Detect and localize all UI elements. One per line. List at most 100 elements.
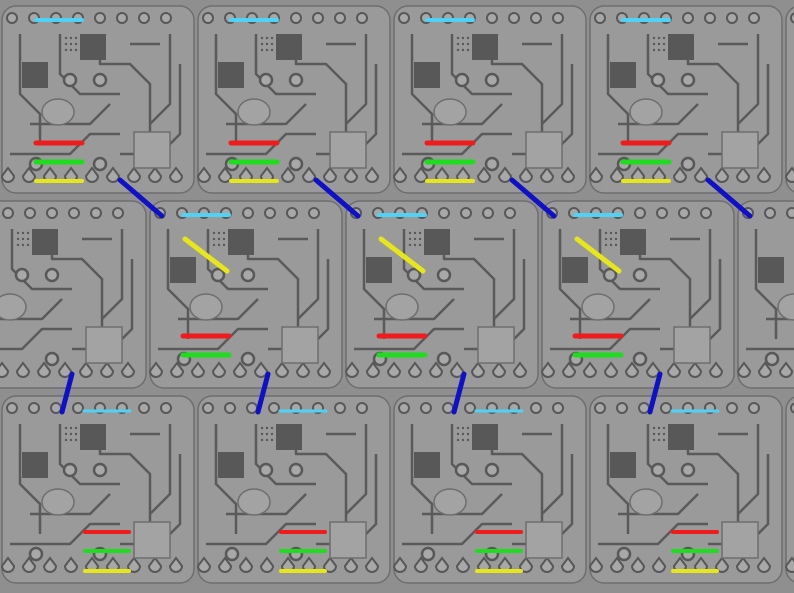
pad-icon	[634, 207, 646, 219]
pad-icon	[552, 12, 564, 24]
pad-icon	[36, 361, 52, 378]
pad-icon	[539, 556, 555, 573]
pad-icon	[682, 12, 694, 24]
pad-icon	[666, 361, 682, 378]
blue-wire	[647, 371, 663, 415]
pad-icon	[28, 402, 40, 414]
pad-icon	[454, 462, 470, 478]
chip-icon	[562, 257, 588, 283]
pad-icon	[168, 166, 184, 183]
pad-icon	[246, 402, 258, 414]
pad-icon	[433, 488, 467, 516]
pad-icon	[68, 207, 80, 219]
pad-icon	[202, 402, 214, 414]
circuit-board-tile	[392, 395, 587, 584]
pad-icon	[756, 556, 772, 573]
pad-icon	[540, 361, 556, 378]
pad-icon	[726, 402, 738, 414]
chip-icon	[133, 521, 171, 559]
pad-icon	[259, 556, 275, 573]
pad-icon	[594, 12, 606, 24]
pad-icon	[609, 556, 625, 573]
pad-icon	[497, 166, 513, 183]
pad-icon	[413, 556, 429, 573]
pad-icon	[308, 207, 320, 219]
pad-icon	[94, 12, 106, 24]
pad-icon	[253, 361, 269, 378]
pad-icon	[62, 462, 78, 478]
pad-icon	[609, 166, 625, 183]
pad-icon	[433, 98, 467, 126]
pad-icon	[413, 166, 429, 183]
pad-icon	[288, 462, 304, 478]
pad-icon	[476, 166, 492, 183]
pad-icon	[588, 166, 604, 183]
pad-icon	[274, 361, 290, 378]
circuit-board-tile	[0, 200, 147, 389]
pad-icon	[147, 166, 163, 183]
blue-wire	[117, 177, 165, 219]
pad-icon	[126, 166, 142, 183]
pad-icon	[316, 361, 332, 378]
chip-icon	[276, 34, 302, 60]
chip-icon	[673, 326, 711, 364]
pad-icon	[436, 267, 452, 283]
pad-icon	[594, 402, 606, 414]
chip-icon	[22, 452, 48, 478]
pad-icon	[211, 361, 227, 378]
pad-icon	[290, 12, 302, 24]
pad-icon	[41, 488, 75, 516]
pad-icon	[530, 402, 542, 414]
pad-icon	[398, 402, 410, 414]
pad-icon	[790, 12, 794, 24]
pad-icon	[629, 488, 663, 516]
pad-icon	[582, 361, 598, 378]
pad-icon	[455, 556, 471, 573]
pad-icon	[680, 72, 696, 88]
pad-icon	[268, 402, 280, 414]
pad-icon	[15, 361, 31, 378]
chip-icon	[276, 424, 302, 450]
pad-icon	[0, 556, 16, 573]
pad-icon	[560, 556, 576, 573]
pad-icon	[460, 207, 472, 219]
pad-icon	[286, 207, 298, 219]
pad-icon	[632, 351, 648, 367]
circuit-board-tile	[0, 395, 195, 584]
blue-wire	[313, 177, 361, 219]
pad-icon	[687, 361, 703, 378]
pad-icon	[78, 361, 94, 378]
pad-icon	[120, 361, 136, 378]
pad-icon	[508, 12, 520, 24]
pad-icon	[42, 556, 58, 573]
pad-icon	[44, 351, 60, 367]
pad-icon	[0, 166, 16, 183]
pad-icon	[343, 556, 359, 573]
chip-icon	[228, 229, 254, 255]
pad-icon	[356, 402, 368, 414]
pad-icon	[237, 98, 271, 126]
pad-icon	[288, 72, 304, 88]
pad-icon	[240, 351, 256, 367]
pad-icon	[748, 402, 760, 414]
pad-icon	[672, 166, 688, 183]
pad-icon	[112, 207, 124, 219]
wire-layer	[33, 18, 753, 573]
pad-icon	[588, 556, 604, 573]
chip-icon	[758, 257, 784, 283]
pad-icon	[138, 12, 150, 24]
pad-icon	[365, 361, 381, 378]
pad-icon	[224, 546, 240, 562]
pad-icon	[629, 98, 663, 126]
chip-icon	[329, 131, 367, 169]
chip-icon	[414, 62, 440, 88]
chip-icon	[85, 326, 123, 364]
pad-icon	[301, 166, 317, 183]
pad-icon	[92, 156, 108, 172]
blue-wire	[451, 371, 467, 415]
pad-icon	[484, 72, 500, 88]
pad-icon	[680, 462, 696, 478]
pad-icon	[764, 207, 776, 219]
chip-icon	[668, 424, 694, 450]
